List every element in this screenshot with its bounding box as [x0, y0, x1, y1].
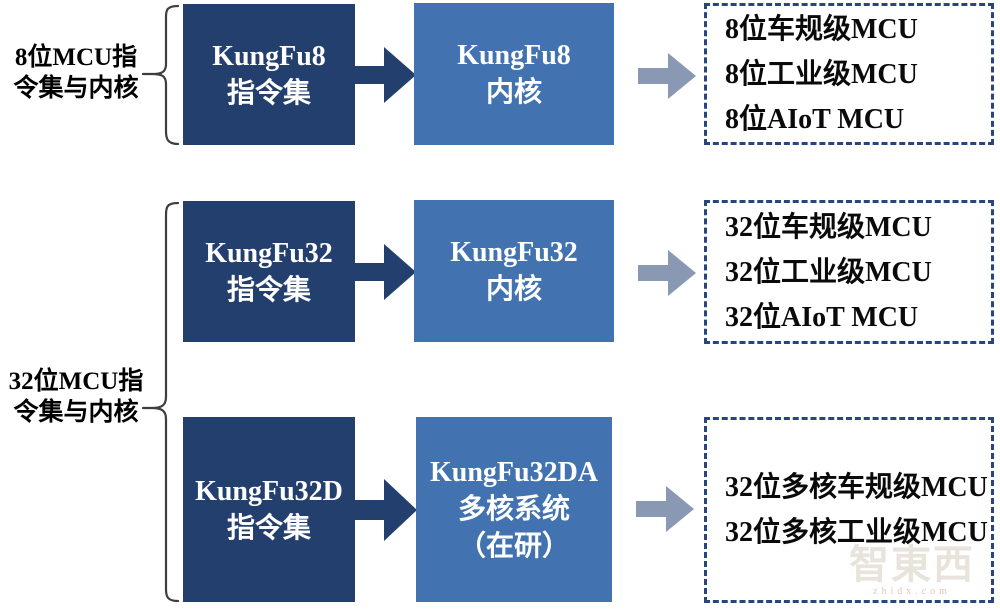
- group-label-8bit-line1: 8位MCU指: [14, 44, 138, 71]
- group-label-32bit-line2: 令集与内核: [13, 399, 139, 426]
- core-box-kungfu32-type: 内核: [485, 274, 542, 305]
- core-box-kungfu32-name: KungFu32: [450, 237, 578, 268]
- isa-box-kungfu32d-name: KungFu32D: [195, 475, 343, 507]
- product-item: 8位车规级MCU: [725, 13, 918, 45]
- arrow-core-to-products-row1-icon: [638, 53, 696, 99]
- watermark-domain-text: zhidx.com: [873, 586, 951, 597]
- isa-box-kungfu32: KungFu32 指令集: [183, 201, 355, 342]
- arrow-core-to-products-row3-icon: [636, 486, 694, 532]
- arrow-core-to-products-row2-icon: [638, 250, 696, 296]
- isa-box-kungfu32-type: 指令集: [226, 274, 311, 306]
- curly-brace-32bit-icon: [141, 201, 180, 603]
- isa-box-kungfu8: KungFu8 指令集: [183, 4, 355, 145]
- product-item: 32位工业级MCU: [725, 256, 932, 288]
- product-item: 32位AIoT MCU: [725, 301, 919, 333]
- isa-box-kungfu8-name: KungFu8: [212, 40, 326, 72]
- group-label-32bit: 32位MCU指 令集与内核: [0, 366, 152, 428]
- core-box-kungfu32: KungFu32 内核: [414, 200, 614, 342]
- core-box-kungfu8: KungFu8 内核: [414, 3, 614, 145]
- isa-box-kungfu32d-type: 指令集: [226, 512, 311, 544]
- product-item: 32位多核工业级MCU: [725, 517, 988, 548]
- product-item: 8位AIoT MCU: [725, 103, 905, 135]
- group-label-8bit-line2: 令集与内核: [13, 75, 139, 102]
- product-item: 8位工业级MCU: [725, 58, 918, 90]
- curly-brace-8bit-icon: [141, 4, 180, 146]
- products-box-32bit: 32位车规级MCU 32位工业级MCU 32位AIoT MCU: [704, 200, 994, 344]
- core-box-kungfu8-type: 内核: [485, 77, 542, 108]
- product-item: 32位车规级MCU: [725, 211, 932, 243]
- core-box-kungfu32da-status: （在研）: [457, 531, 570, 562]
- product-item: 32位多核车规级MCU: [725, 472, 988, 503]
- arrow-isa-to-core-row3-icon: [353, 479, 417, 541]
- products-box-32bit-multicore: 32位多核车规级MCU 32位多核工业级MCU 智東西 zhidx.com: [704, 417, 994, 603]
- arrow-isa-to-core-row1-icon: [353, 47, 416, 103]
- group-label-32bit-line1: 32位MCU指: [8, 368, 144, 395]
- isa-box-kungfu32-name: KungFu32: [205, 237, 333, 269]
- products-box-8bit: 8位车规级MCU 8位工业级MCU 8位AIoT MCU: [704, 3, 994, 145]
- core-box-kungfu32da-name: KungFu32DA: [429, 457, 599, 488]
- core-box-kungfu8-name: KungFu8: [457, 40, 571, 71]
- isa-box-kungfu32d: KungFu32D 指令集: [183, 417, 355, 602]
- isa-box-kungfu8-type: 指令集: [226, 77, 311, 109]
- arrow-isa-to-core-row2-icon: [353, 244, 416, 300]
- core-box-kungfu32da: KungFu32DA 多核系统 （在研）: [416, 417, 612, 602]
- core-box-kungfu32da-type: 多核系统: [457, 494, 570, 525]
- group-label-8bit: 8位MCU指 令集与内核: [0, 42, 152, 104]
